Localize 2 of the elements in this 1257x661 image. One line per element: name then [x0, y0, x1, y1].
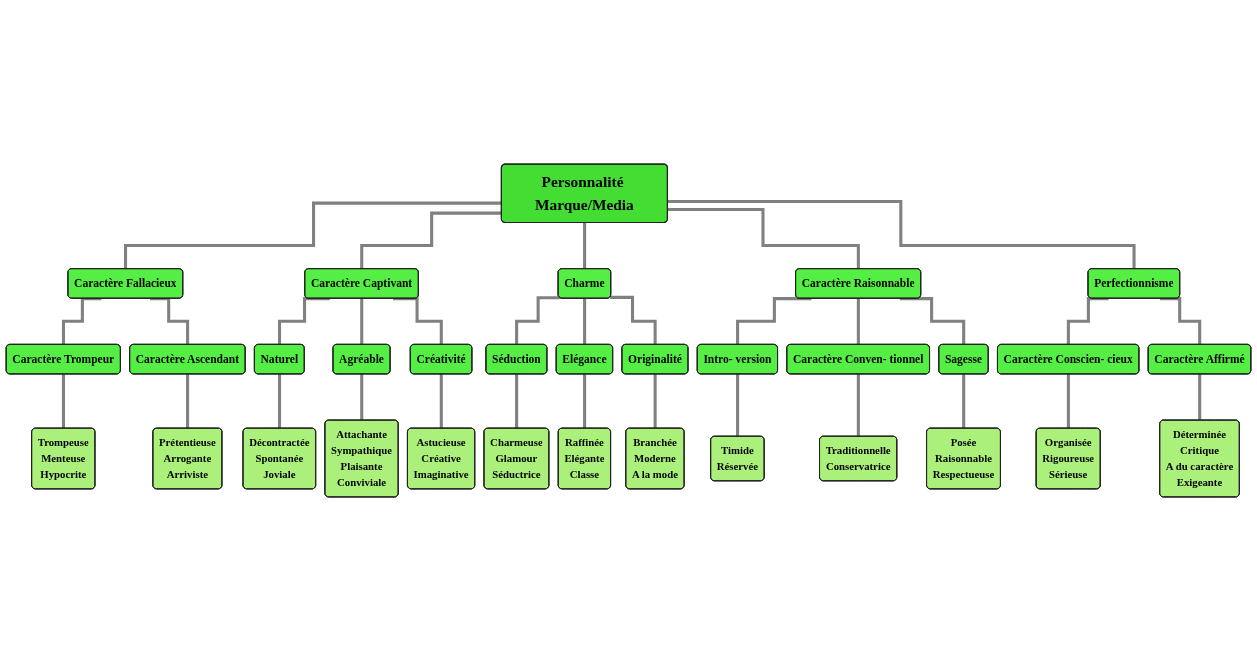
- connector: [360, 372, 364, 422]
- connector: [1198, 372, 1202, 422]
